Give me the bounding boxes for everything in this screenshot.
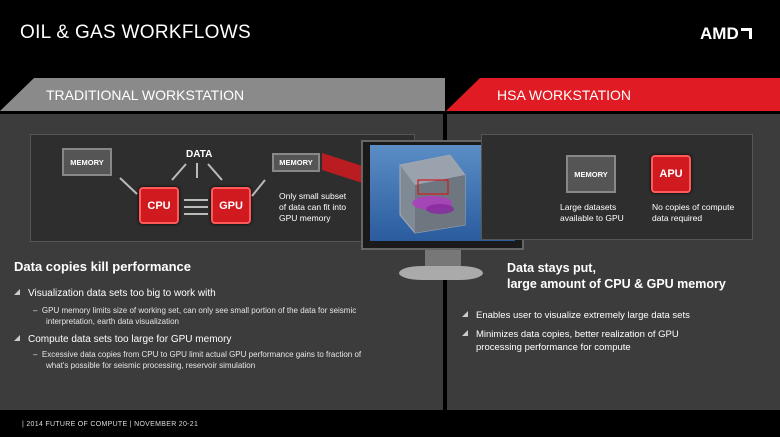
seismic-volume-image (399, 154, 466, 234)
note-line: data required (652, 213, 703, 223)
data-label: DATA (186, 149, 213, 160)
left-heading: Data copies kill performance (14, 259, 192, 274)
note-line: GPU memory (279, 213, 331, 223)
left-bullet-1: Visualization data sets too big to work … (14, 287, 216, 300)
bullet-text: processing performance for compute (476, 342, 631, 353)
sub-text: Excessive data copies from CPU to GPU li… (41, 350, 362, 359)
apu-chip: APU (651, 155, 691, 193)
gpu-chip: GPU (211, 187, 251, 224)
hsa-memory-box: MEMORY (566, 155, 616, 193)
left-bullet-2: Compute data sets too large for GPU memo… (14, 333, 231, 346)
bullet-triangle-icon (14, 289, 20, 295)
cpu-chip: CPU (139, 187, 179, 224)
left-sub-bullet-2: – Excessive data copies from CPU to GPU … (33, 349, 361, 371)
bullet-text: Visualization data sets too big to work … (28, 288, 216, 299)
right-bullet-2: Minimizes data copies, better realizatio… (462, 328, 679, 354)
bullet-triangle-icon (462, 311, 468, 317)
sub-line: – Excessive data copies from CPU to GPU … (33, 350, 362, 359)
sub-line: interpretation, earth data visualization (46, 317, 179, 326)
note-line: available to GPU (560, 213, 624, 223)
heading-line: Data stays put, (507, 261, 596, 275)
arrow-data-cpu (171, 163, 187, 181)
memory-box-right: MEMORY (272, 153, 320, 172)
hsa-diagram (481, 134, 753, 240)
note-line: Large datasets (560, 202, 617, 212)
memory-box-left: MEMORY (62, 148, 112, 176)
amd-logo: AMD (700, 24, 752, 44)
hsa-banner-label: HSA WORKSTATION (497, 87, 632, 103)
footer: | 2014 FUTURE OF COMPUTE | NOVEMBER 20-2… (22, 421, 199, 428)
gpu-memory-note: Only small subset of data can fit into G… (279, 191, 346, 224)
bullet-text: Enables user to visualize extremely larg… (476, 310, 690, 321)
left-sub-bullet-1: – GPU memory limits size of working set,… (33, 305, 356, 327)
arrow-gpu-memory (251, 179, 266, 197)
amd-arrow-icon (740, 28, 752, 39)
monitor-stand (425, 250, 461, 268)
brand-text: AMD (700, 24, 739, 43)
sub-line: – GPU memory limits size of working set,… (33, 306, 357, 315)
traditional-banner (0, 78, 445, 111)
sub-text: GPU memory limits size of working set, c… (41, 306, 357, 315)
bullet-text: Minimizes data copies, better realizatio… (476, 329, 679, 340)
bullet-triangle-icon (462, 330, 468, 336)
note-line: No copies of compute (652, 202, 735, 212)
monitor-base (399, 266, 483, 280)
page-title: OIL & GAS WORKFLOWS (20, 22, 251, 43)
no-copies-note: No copies of compute data required (652, 202, 734, 224)
sub-line: what's possible for seismic processing, … (46, 361, 256, 370)
note-line: of data can fit into (279, 202, 347, 212)
bullet-triangle-icon (14, 335, 20, 341)
note-line: Only small subset (279, 191, 347, 201)
arrow-data-gpu (207, 163, 223, 181)
arrow-memory-cpu (119, 177, 138, 195)
hsa-banner (446, 78, 780, 111)
traditional-banner-label: TRADITIONAL WORKSTATION (46, 87, 245, 103)
right-bullet-1: Enables user to visualize extremely larg… (462, 309, 690, 322)
large-datasets-note: Large datasets available to GPU (560, 202, 624, 224)
right-heading: Data stays put, large amount of CPU & GP… (507, 260, 726, 292)
heading-line: large amount of CPU & GPU memory (507, 277, 726, 291)
bullet-text: Compute data sets too large for GPU memo… (28, 334, 232, 345)
